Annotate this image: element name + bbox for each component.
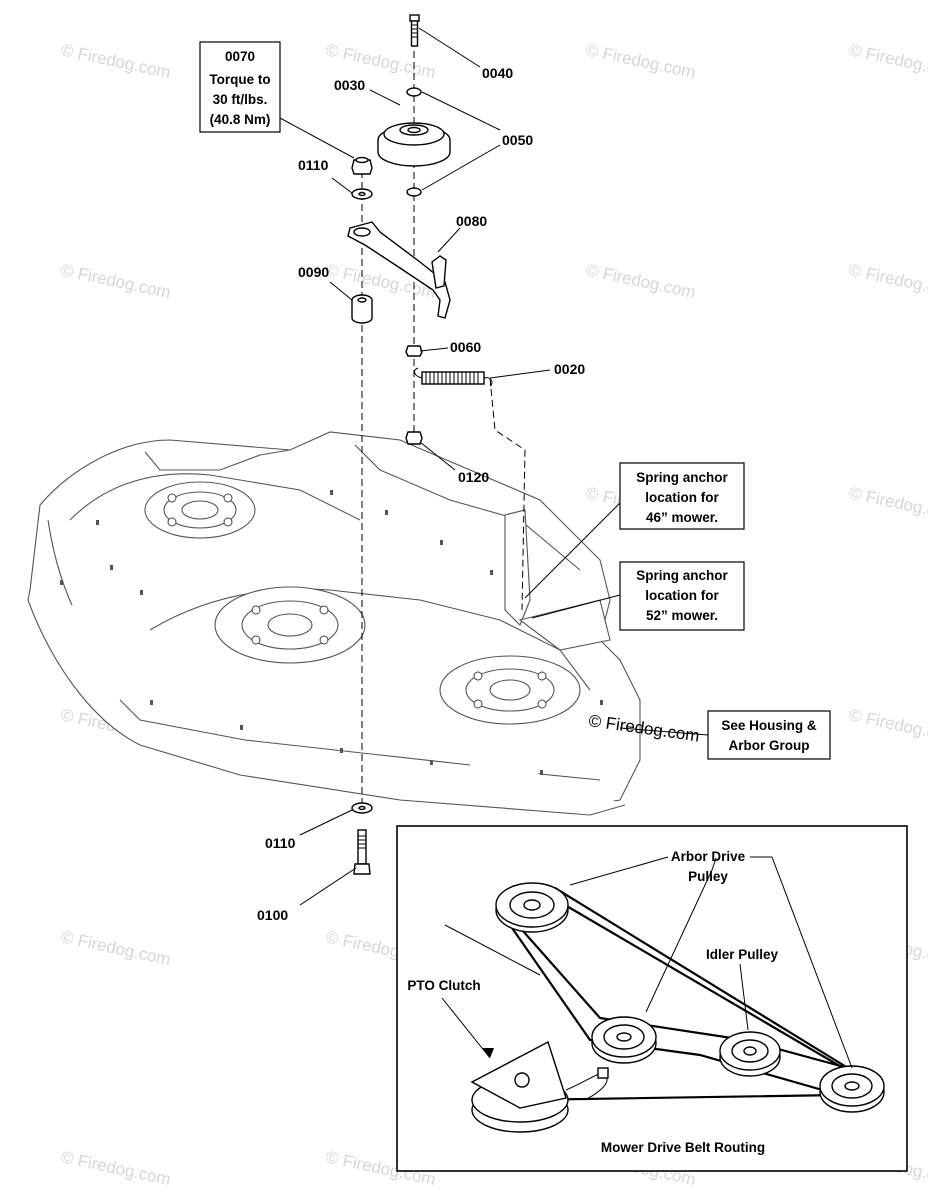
spacer-0090 xyxy=(351,294,373,324)
label-0050: 0050 xyxy=(502,132,533,148)
watermark: © Firedog.com xyxy=(847,705,928,747)
arbor-drive-label: Arbor Drive xyxy=(671,849,746,864)
watermark: © Firedog.com xyxy=(847,40,928,82)
leader-lines xyxy=(279,27,709,906)
mower-deck xyxy=(27,431,641,816)
spring-0020 xyxy=(414,367,493,387)
label-0030: 0030 xyxy=(334,77,365,93)
svg-text:Spring anchor: Spring anchor xyxy=(636,568,728,583)
leader-arbor-3 xyxy=(771,856,853,1069)
torque-callout: 0070 Torque to 30 ft/lbs. (40.8 Nm) xyxy=(199,41,281,133)
label-0110-bottom: 0110 xyxy=(265,835,296,851)
label-0040: 0040 xyxy=(482,65,513,81)
watermark: © Firedog.com xyxy=(584,260,697,302)
leader-0010 xyxy=(444,924,541,976)
washer-0050-top xyxy=(406,87,422,97)
spring-anchor-46-callout: Spring anchor location for 46” mower. xyxy=(619,462,745,530)
watermark: © Firedog.com xyxy=(847,260,928,302)
belt-routing-panel: Arbor Drive Pulley Idler Pulley PTO Clut… xyxy=(396,825,908,1172)
svg-text:52” mower.: 52” mower. xyxy=(646,608,718,623)
arbor-drive-label-2: Pulley xyxy=(688,869,728,884)
nut-0060 xyxy=(405,345,423,357)
watermark: © Firedog.com xyxy=(59,1147,172,1189)
label-0120: 0120 xyxy=(458,469,489,485)
bolt-0100 xyxy=(353,829,371,875)
watermark: © Firedog.com xyxy=(847,483,928,525)
watermark: © Firedog.com xyxy=(59,927,172,969)
washer-0050-bottom xyxy=(406,187,422,197)
label-0080: 0080 xyxy=(456,213,487,229)
label-0100: 0100 xyxy=(257,907,288,923)
leader-idler xyxy=(739,963,749,1031)
nut-0070 xyxy=(351,156,373,175)
watermark: © Firedog.com xyxy=(59,40,172,82)
svg-text:46” mower.: 46” mower. xyxy=(646,510,718,525)
svg-text:location for: location for xyxy=(645,490,719,505)
svg-text:Spring anchor: Spring anchor xyxy=(636,470,728,485)
torque-line: 30 ft/lbs. xyxy=(213,92,268,107)
pto-clutch xyxy=(470,1040,609,1133)
belt-routing-caption: Mower Drive Belt Routing xyxy=(601,1140,765,1155)
arbor-drive-pulley xyxy=(495,882,569,933)
arbor-pulley-center xyxy=(591,1016,657,1064)
spring-anchor-path xyxy=(489,377,526,611)
leader-arbor xyxy=(569,856,669,886)
idler-pulley-label: Idler Pulley xyxy=(706,947,779,962)
idler-pulley xyxy=(719,1031,781,1077)
watermark: © Firedog.com xyxy=(584,40,697,82)
spring-anchor-52-callout: Spring anchor location for 52” mower. xyxy=(619,561,745,631)
watermark: © Firedog.com xyxy=(324,40,437,82)
idler-arm-0080 xyxy=(347,221,451,319)
svg-text:Arbor Group: Arbor Group xyxy=(729,738,810,753)
torque-line: Torque to xyxy=(209,72,270,87)
leader-arbor-2 xyxy=(645,857,717,1013)
label-0090: 0090 xyxy=(298,264,329,280)
label-0110-top: 0110 xyxy=(298,157,329,173)
label-0020: 0020 xyxy=(554,361,585,377)
bolt-0040 xyxy=(409,14,420,47)
pto-clutch-label: PTO Clutch xyxy=(407,978,480,993)
arbor-pulley-right xyxy=(819,1065,885,1113)
nut-0120 xyxy=(405,431,423,445)
torque-line: (40.8 Nm) xyxy=(210,112,271,127)
svg-text:See Housing &: See Housing & xyxy=(721,718,817,733)
pulley-0030 xyxy=(377,122,451,167)
svg-text:location for: location for xyxy=(645,588,719,603)
watermark: © Firedog.com xyxy=(59,260,172,302)
housing-arbor-callout: See Housing & Arbor Group xyxy=(707,710,831,760)
torque-part-number: 0070 xyxy=(225,49,255,64)
label-0060: 0060 xyxy=(450,339,481,355)
